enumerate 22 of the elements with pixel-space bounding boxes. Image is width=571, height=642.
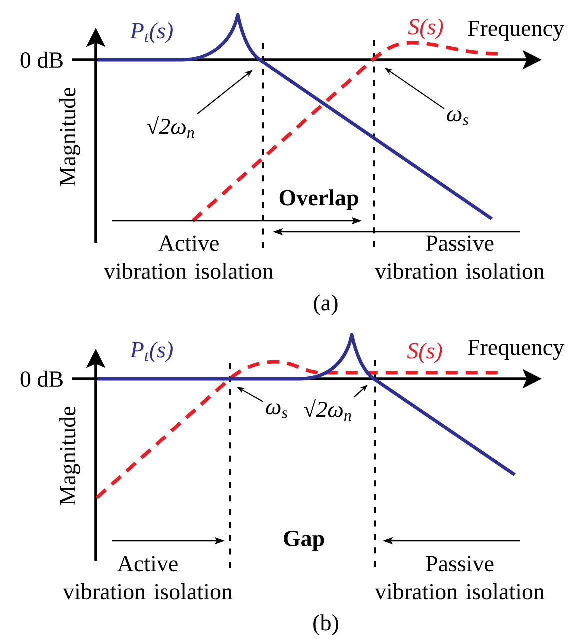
- axis-label: Frequency: [468, 340, 564, 360]
- symbol-label: √2ω$_{n}$: [147, 116, 194, 138]
- curve-label: S(s): [407, 342, 442, 364]
- axis-label: Magnitude: [60, 406, 80, 506]
- tick-label: 0 dB: [20, 52, 63, 68]
- region-label: Active vibration isolation: [63, 556, 233, 600]
- panel-label: (a): [314, 294, 338, 316]
- region-label: Gap: [284, 530, 324, 552]
- symbol-label: √2ω$_{n}$: [304, 399, 352, 421]
- tick-label: 0 dB: [20, 370, 63, 388]
- region-label: Passive vibration isolation: [375, 556, 545, 600]
- axis-label: Magnitude: [60, 88, 80, 186]
- axis-label: Frequency: [468, 20, 564, 42]
- symbol-label: ω$_{s}$: [447, 110, 469, 126]
- curve-label: P$_{t}$(s): [130, 342, 173, 362]
- symbol-label: ω$_{s}$: [266, 404, 288, 418]
- region-label: Passive vibration isolation: [375, 236, 545, 280]
- panel-label: (b): [314, 614, 338, 636]
- region-label: Overlap: [280, 190, 358, 210]
- curve-label: P$_{t}$(s): [130, 22, 173, 44]
- curve-label: S(s): [408, 18, 444, 40]
- region-label: Active vibration isolation: [104, 236, 274, 280]
